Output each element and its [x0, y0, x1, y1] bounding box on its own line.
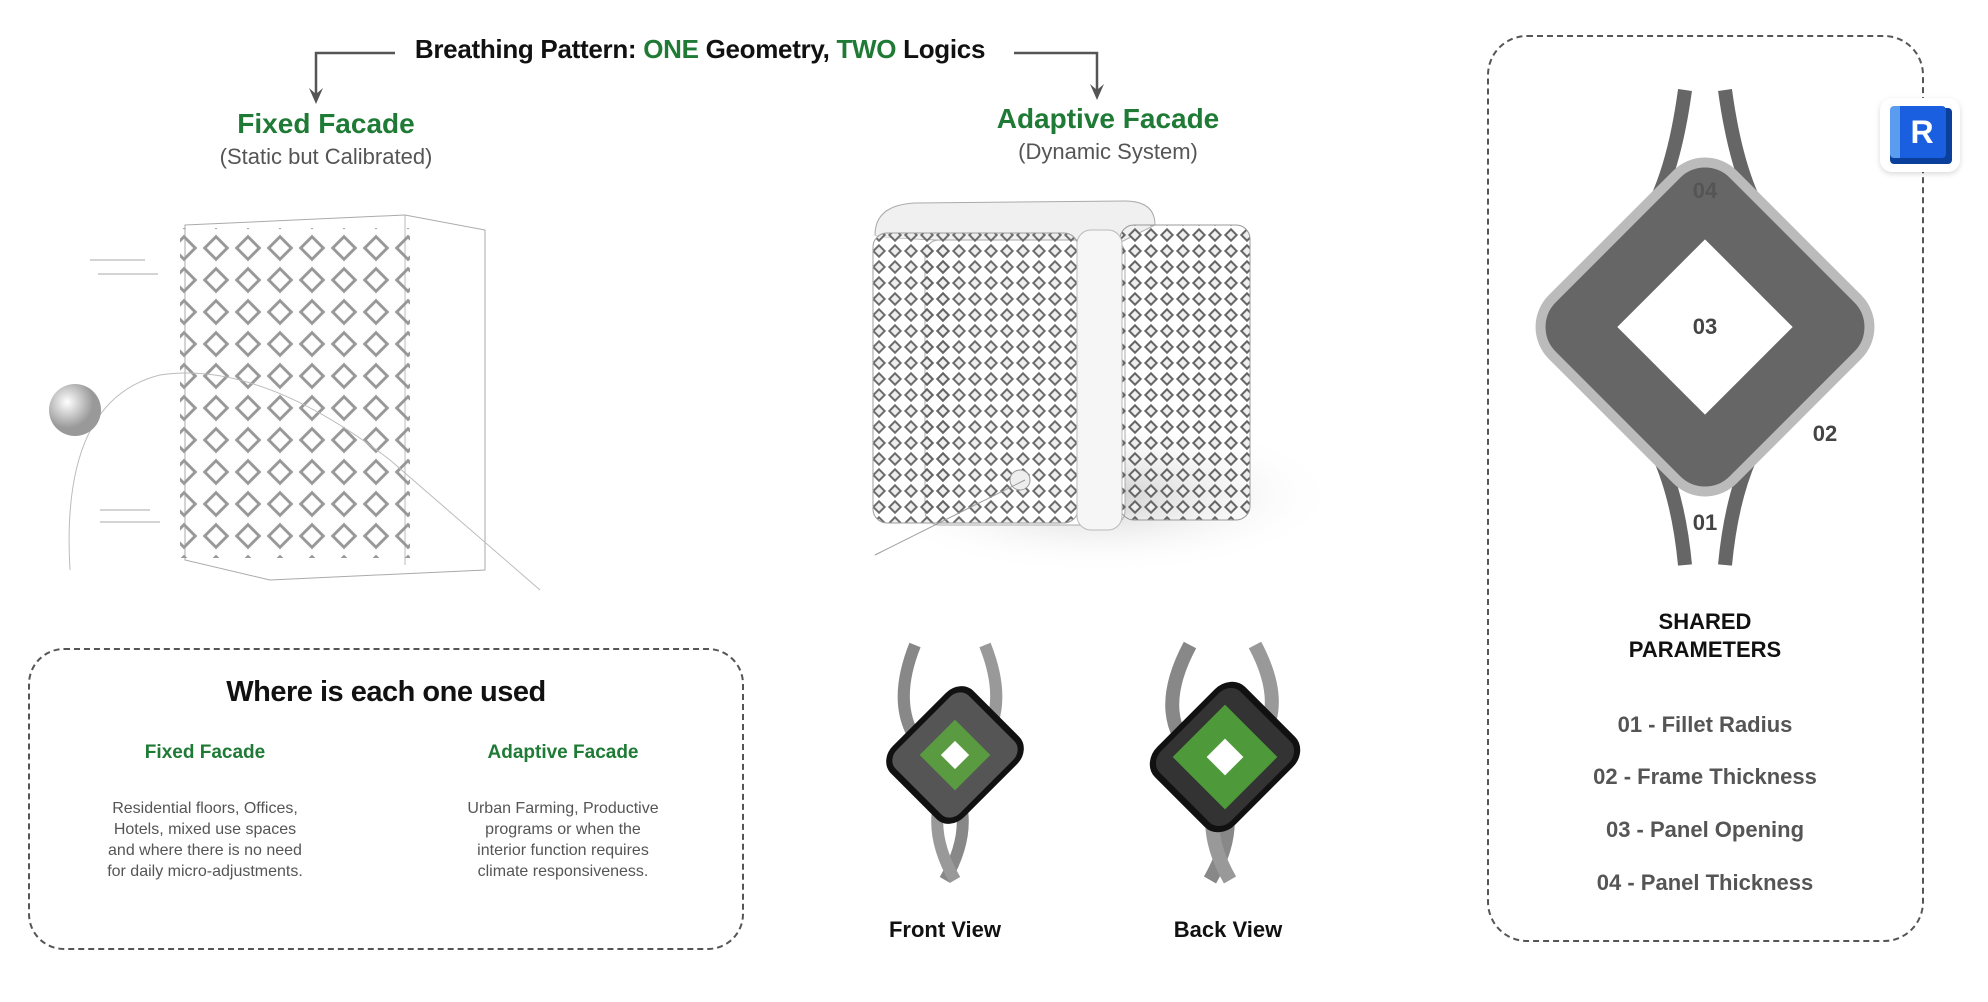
param-fillet-radius: 01 - Fillet Radius	[1617, 712, 1793, 737]
label-04: 04	[1692, 178, 1718, 203]
usage-title: Where is each one used	[226, 676, 546, 708]
usage-fixed-heading: Fixed Facade	[144, 742, 266, 763]
param-panel-thickness: 04 - Panel Thickness	[1596, 870, 1814, 895]
revit-icon: R	[1880, 98, 1960, 172]
usage-fixed-text: Residential floors, Offices, Hotels, mix…	[107, 800, 303, 880]
shared-parameters-box	[1487, 35, 1924, 942]
param-panel-opening: 03 - Panel Opening	[1605, 817, 1805, 842]
usage-adaptive-text: Urban Farming, Productive programs or wh…	[467, 800, 659, 880]
label-01: 01	[1692, 510, 1718, 535]
fixed-facade-heading: Fixed Facade	[237, 108, 415, 139]
adaptive-facade-illustration	[860, 200, 1340, 575]
adaptive-facade-heading: Adaptive Facade	[996, 103, 1220, 134]
fixed-facade-illustration	[49, 214, 541, 591]
back-view-image	[1149, 641, 1301, 884]
front-view-label: Front View	[888, 917, 1002, 942]
label-02: 02	[1812, 421, 1838, 446]
page-title: Breathing Pattern: ONE Geometry, TWO Log…	[414, 34, 986, 64]
adaptive-facade-subtitle: (Dynamic System)	[1018, 139, 1198, 164]
fixed-facade-subtitle: (Static but Calibrated)	[219, 144, 433, 169]
param-frame-thickness: 02 - Frame Thickness	[1593, 764, 1817, 789]
parameter-diagram	[1535, 89, 1875, 566]
connector-arrows	[309, 51, 1104, 104]
front-view-image	[886, 642, 1024, 883]
back-view-label: Back View	[1173, 917, 1283, 942]
usage-box	[28, 648, 744, 950]
shared-parameters-title: SHARED PARAMETERS	[1628, 609, 1782, 662]
usage-adaptive-heading: Adaptive Facade	[487, 742, 639, 763]
label-03: 03	[1692, 314, 1718, 339]
revit-icon-letter: R	[1890, 106, 1946, 158]
